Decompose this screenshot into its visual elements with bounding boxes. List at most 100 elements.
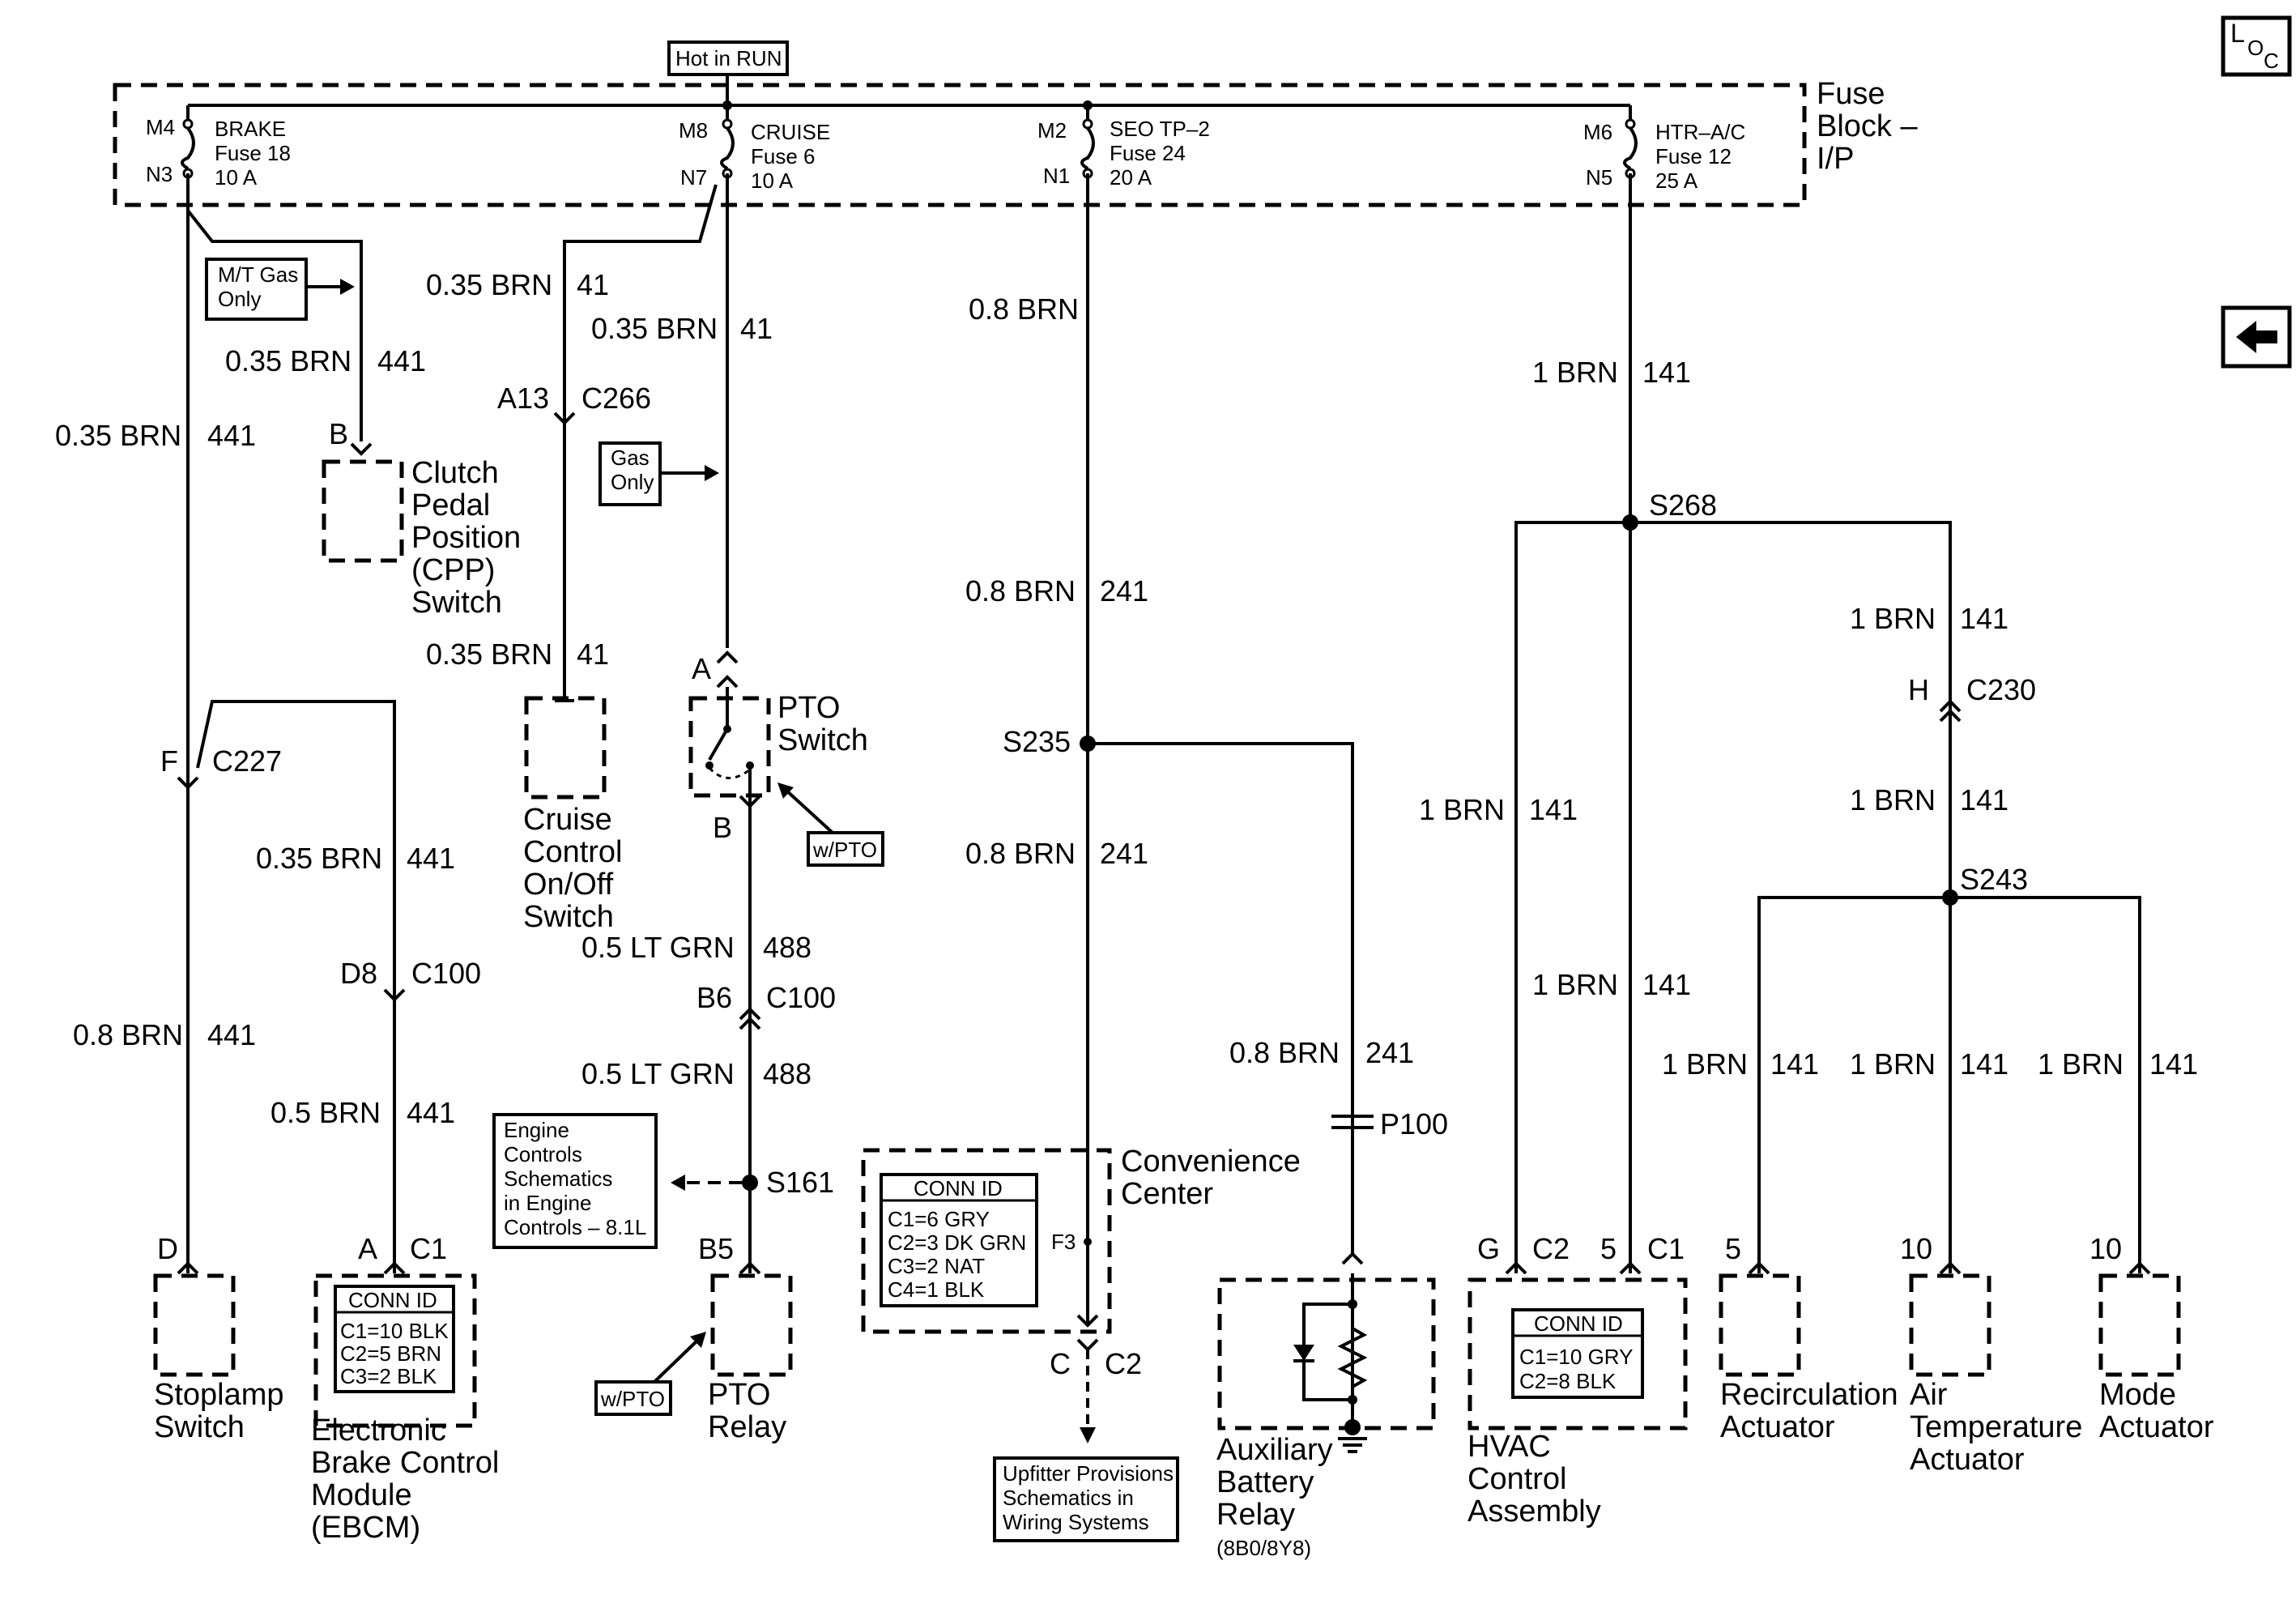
hvac-control-box bbox=[1467, 1277, 1688, 1431]
connector-name: C230 bbox=[1966, 673, 2036, 706]
wire-circuit: 141 bbox=[1960, 602, 2008, 635]
wire-gauge: 1 BRN bbox=[1850, 1047, 1936, 1081]
wire-circuit: 141 bbox=[1529, 793, 1578, 826]
gas-only-1: Gas bbox=[611, 446, 650, 470]
wire-gauge: 0.8 BRN bbox=[73, 1018, 183, 1051]
connector-pin: H bbox=[1908, 673, 1929, 706]
wire-gauge: 0.35 BRN bbox=[225, 344, 351, 377]
air-temp-label: Temperature bbox=[1910, 1410, 2082, 1444]
wire-gauge: 1 BRN bbox=[1662, 1047, 1748, 1081]
wire-gauge: 1 BRN bbox=[1532, 968, 1618, 1001]
fuse-brake-amps: 10 A bbox=[215, 165, 258, 190]
cruise-label: Cruise bbox=[523, 803, 612, 837]
ebcm-box bbox=[313, 1273, 477, 1428]
air-temp-label: Actuator bbox=[1910, 1443, 2025, 1477]
aux-relay-label: Auxiliary bbox=[1216, 1433, 1333, 1467]
stoplamp-label: Switch bbox=[154, 1410, 245, 1444]
recirc-actuator-box bbox=[1719, 1273, 1801, 1377]
engine-controls-1: Engine bbox=[504, 1118, 569, 1142]
ebcm-conn-row: C3=2 BLK bbox=[340, 1364, 437, 1388]
locator-l: L bbox=[2230, 19, 2245, 48]
pto-relay-label: PTO bbox=[708, 1378, 770, 1412]
convenience-pin-f3: F3 bbox=[1051, 1230, 1076, 1254]
connector-name: C100 bbox=[411, 957, 481, 990]
gas-only-2: Only bbox=[611, 470, 654, 494]
clutch-label: Switch bbox=[411, 586, 502, 620]
wire-circuit: 241 bbox=[1100, 837, 1148, 870]
conv-conn-row: C3=2 NAT bbox=[888, 1254, 985, 1278]
connector-pin: A bbox=[358, 1232, 377, 1265]
stoplamp-pin: D bbox=[157, 1232, 178, 1265]
pto-switch-pin-b: B bbox=[713, 811, 732, 844]
brake-circuit: M/T Gas Only bbox=[177, 173, 406, 1275]
aux-relay-label: Battery bbox=[1216, 1465, 1314, 1499]
fuse-brake-top-pin: M4 bbox=[146, 115, 175, 139]
cruise-label: Switch bbox=[523, 900, 614, 934]
engine-controls-4: in Engine bbox=[504, 1191, 591, 1215]
conv-conn-row: C4=1 BLK bbox=[888, 1277, 985, 1302]
back-arrow-icon[interactable] bbox=[2221, 305, 2292, 369]
recirc-pin: 5 bbox=[1725, 1232, 1741, 1265]
connector-pin: C bbox=[1050, 1347, 1071, 1380]
wire-circuit: 441 bbox=[207, 419, 256, 452]
stoplamp-switch-box bbox=[153, 1273, 236, 1377]
air-temp-actuator-box bbox=[1909, 1273, 1991, 1377]
fuse-seo: M2 N1 SEO TP–2 Fuse 24 20 A bbox=[1037, 117, 1210, 190]
ebcm-conn-id: CONN ID C1=10 BLK C2=5 BRN C3=2 BLK bbox=[334, 1285, 455, 1393]
engine-controls-2: Controls bbox=[504, 1142, 582, 1166]
wire-circuit: 141 bbox=[1960, 783, 2008, 817]
cruise-circuit: Gas Only w/PTO w/PTO Engine bbox=[492, 173, 884, 1416]
clutch-pin: B bbox=[329, 417, 348, 450]
seo-circuit: Upfitter Provisions Schematics in Wiring… bbox=[861, 173, 1374, 1542]
fuse-cruise-bottom-pin: N7 bbox=[680, 165, 707, 190]
upfitter-box bbox=[993, 1456, 1179, 1542]
conv-conn-title: CONN ID bbox=[914, 1176, 1003, 1200]
fuse-seo-top-pin: M2 bbox=[1037, 118, 1067, 143]
pto-relay-box bbox=[710, 1273, 793, 1377]
wire-gauge: 0.8 BRN bbox=[965, 574, 1076, 608]
wire-gauge: 0.35 BRN bbox=[426, 637, 552, 671]
ebcm-conn-row: C2=5 BRN bbox=[340, 1341, 441, 1366]
clutch-label: (CPP) bbox=[411, 553, 495, 587]
locator-c: C bbox=[2264, 49, 2279, 73]
connector-pin: G bbox=[1477, 1232, 1500, 1265]
wire-circuit: 141 bbox=[1642, 356, 1691, 389]
wire-circuit: 441 bbox=[407, 1096, 455, 1129]
wire-gauge: 0.35 BRN bbox=[256, 842, 382, 875]
wire-gauge: 0.35 BRN bbox=[591, 312, 718, 345]
wire-circuit: 41 bbox=[740, 312, 773, 345]
fuse-block: Hot in RUN Fuse Block – I/P bbox=[113, 41, 1918, 207]
wire-circuit: 241 bbox=[1100, 574, 1148, 608]
convenience-label: Center bbox=[1121, 1177, 1213, 1211]
hot-in-run-label: Hot in RUN bbox=[675, 46, 782, 70]
splice-s268: S268 bbox=[1649, 488, 1717, 522]
aux-relay-label: Relay bbox=[1216, 1498, 1295, 1532]
aux-relay-note: (8B0/8Y8) bbox=[1216, 1536, 1311, 1560]
hvac-label: HVAC bbox=[1467, 1430, 1551, 1464]
wire-gauge: 1 BRN bbox=[1850, 602, 1936, 635]
wire-circuit: 41 bbox=[577, 268, 609, 301]
recirc-label: Recirculation bbox=[1720, 1378, 1898, 1412]
hvac-label: Control bbox=[1467, 1462, 1567, 1496]
wire-gauge: 1 BRN bbox=[1419, 793, 1505, 826]
wire-gauge: 1 BRN bbox=[1532, 356, 1618, 389]
locator-icon[interactable]: L O C bbox=[2221, 15, 2292, 77]
hvac-conn-row: C1=10 GRY bbox=[1519, 1345, 1633, 1369]
hvac-conn-id: CONN ID C1=10 GRY C2=8 BLK bbox=[1511, 1308, 1644, 1399]
pto-switch-box bbox=[688, 696, 771, 798]
clutch-label: Pedal bbox=[411, 488, 490, 522]
fuse-brake: M4 N3 BRAKE Fuse 18 10 A bbox=[146, 115, 291, 190]
fuse-cruise-amps: 10 A bbox=[751, 168, 794, 193]
wire-circuit: 141 bbox=[2149, 1047, 2198, 1081]
stoplamp-label: Stoplamp bbox=[154, 1378, 284, 1412]
mode-pin: 10 bbox=[2089, 1232, 2122, 1265]
connector-labels: A13 C266 F C227 D8 C100 B6 C100 H C230 C… bbox=[157, 382, 2122, 1380]
wire-circuit: 441 bbox=[407, 842, 455, 875]
pto-relay-label: Relay bbox=[708, 1410, 786, 1444]
wire-circuit: 141 bbox=[1642, 968, 1691, 1001]
upfitter-1: Upfitter Provisions bbox=[1003, 1461, 1174, 1486]
fuse-seo-amps: 20 A bbox=[1110, 165, 1152, 190]
connector-p100: P100 bbox=[1380, 1107, 1448, 1141]
recirc-label: Actuator bbox=[1720, 1410, 1835, 1444]
